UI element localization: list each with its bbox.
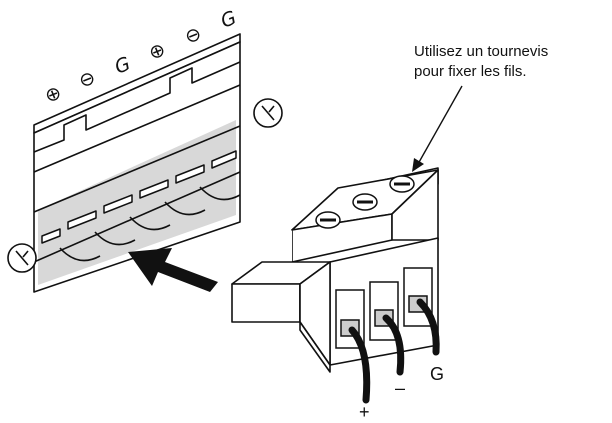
panel-label-2: ⊖ [76,66,99,92]
screw-icon [352,193,378,211]
arrow-icon [128,248,218,292]
panel-label-6: G [218,7,240,33]
panel-pins [41,150,237,244]
screwdriver-callout: Utilisez un tournevis pour fixer les fil… [414,42,610,82]
wire-label-ground: G [430,364,445,384]
panel-label-1: ⊕ [42,81,65,107]
callout-line-2: pour fixer les fils. [414,63,527,80]
wire-plus [348,326,371,404]
wire-label-plus: + [359,402,370,422]
screw-icon [7,243,37,273]
panel-label-4: ⊕ [146,38,169,64]
panel-label-5: ⊖ [182,22,205,48]
wires [348,298,440,404]
panel-label-3: G [112,53,134,79]
wire-ground [416,298,440,356]
wire-minus [382,314,405,376]
wire-label-minus: – [395,378,406,398]
callout-line-1: Utilisez un tournevis [414,43,549,60]
screw-icon [253,98,283,128]
screw-icon [315,211,341,229]
panel-connector [33,33,241,293]
screw-icon [389,175,415,193]
callout-leader [412,85,463,172]
